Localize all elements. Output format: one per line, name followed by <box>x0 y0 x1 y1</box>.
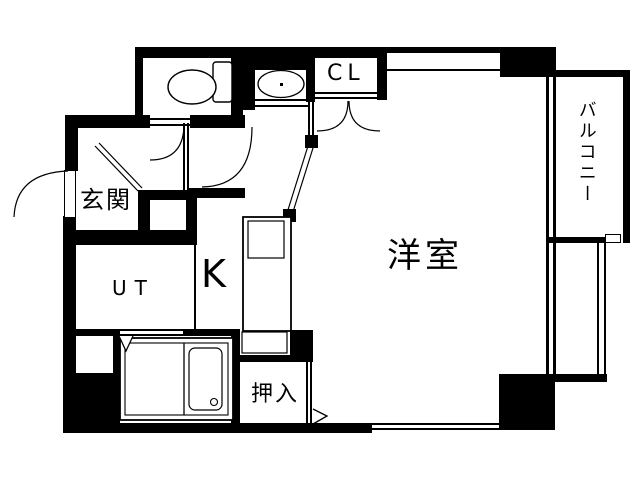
bathroom-inner <box>124 342 229 416</box>
oshiire-wall-top <box>233 355 313 362</box>
kitchen-diagonal-line-1 <box>286 145 309 214</box>
label-western-room: 洋室 <box>387 236 463 276</box>
washbasin-opening-line-2 <box>255 105 308 107</box>
partition-line-2 <box>312 99 314 137</box>
bath-door-edge-2 <box>120 334 183 336</box>
bathtub-drain <box>209 397 219 407</box>
washbasin-wall-left <box>243 58 255 102</box>
label-oshiire: 押入 <box>251 382 300 407</box>
folding-door-icon <box>118 335 134 353</box>
outer-wall-left-lower <box>63 216 76 433</box>
kitchen-lower-cabinet <box>241 331 288 354</box>
toilet-door-threshold-1 <box>150 118 190 120</box>
bath-door-edge-1 <box>120 329 183 331</box>
balcony-wall-top <box>553 70 630 77</box>
hall-wall-mid <box>188 188 245 198</box>
building-edge-line-1 <box>597 243 599 374</box>
balcony-drain-notch <box>605 234 621 243</box>
window-bottom-line-2 <box>372 428 499 430</box>
washbasin-wall-bottom-stub <box>238 98 255 110</box>
wall-below-balcony <box>555 374 607 382</box>
label-utility: UT <box>112 276 155 300</box>
label-kitchen: K <box>201 252 226 296</box>
toilet-bowl <box>167 69 217 105</box>
balcony-wall-bottom <box>548 237 607 243</box>
washbasin-drain-dot <box>280 83 283 86</box>
outer-wall-left-upper <box>65 115 78 171</box>
hall-door-arc <box>201 126 253 188</box>
window-bottom-line-1 <box>372 423 499 425</box>
washbasin-opening-line-1 <box>255 99 308 101</box>
label-genkan: 玄関 <box>80 186 132 214</box>
west-room-window-line-2 <box>553 73 556 374</box>
toilet-door-arc <box>149 123 185 161</box>
kitchen-sink <box>247 220 285 259</box>
building-edge-line-2 <box>604 243 606 374</box>
oshiire-open-line-2 <box>310 362 312 425</box>
closet-wall-left <box>306 47 315 102</box>
hall-partition-line-1 <box>183 123 185 190</box>
toilet-wall-left <box>135 47 143 125</box>
genkan-wall-top <box>65 115 150 128</box>
partition-line-1 <box>308 99 310 137</box>
wall-step-block <box>500 47 556 77</box>
window-top-gap <box>387 53 500 70</box>
entrance-door-leaf <box>64 170 76 218</box>
west-room-window-line-1 <box>546 73 549 374</box>
wall-top <box>135 47 505 58</box>
ut-kitchen-divider-line <box>194 245 196 330</box>
oshiire-wall-left <box>231 329 240 430</box>
ut-wall-bottom-right <box>183 329 240 336</box>
label-closet: CL <box>327 61 365 86</box>
kitchen-diagonal-line-2 <box>291 147 314 216</box>
closet-wall-right <box>377 47 387 100</box>
toilet-door-threshold-2 <box>150 124 190 126</box>
closet-bottom-line-2 <box>315 97 377 99</box>
balcony-wall-right <box>623 70 630 243</box>
meter-box-wall-right <box>113 336 120 375</box>
genkan-step-line-2 <box>98 142 143 189</box>
toilet-tank <box>212 61 233 103</box>
closet-door-arc-right <box>348 100 381 132</box>
ut-wall-bottom-left <box>66 329 120 336</box>
label-balcony: バルコニー <box>575 100 597 205</box>
closet-door-arc-left <box>316 100 349 132</box>
pillar-kitchen <box>290 330 313 355</box>
closet-bottom-line-1 <box>315 92 377 94</box>
entrance-door-arc <box>13 170 69 218</box>
washbasin-wall-top <box>243 58 308 70</box>
oshiire-open-line-1 <box>306 362 308 425</box>
corner-block-bottom-left <box>76 373 120 430</box>
pillar-bottom-right <box>499 374 555 430</box>
hall-partition-line-2 <box>187 123 189 190</box>
meter-box <box>76 336 113 373</box>
window-top-inner-line <box>387 69 500 71</box>
oshiire-arrow-icon <box>312 408 329 425</box>
genkan-step-line-1 <box>94 145 139 192</box>
partition-joint-upper <box>305 135 318 148</box>
bathtub <box>188 347 223 411</box>
wall-bottom <box>63 423 372 433</box>
genkan-wall-bottom <box>66 230 193 245</box>
